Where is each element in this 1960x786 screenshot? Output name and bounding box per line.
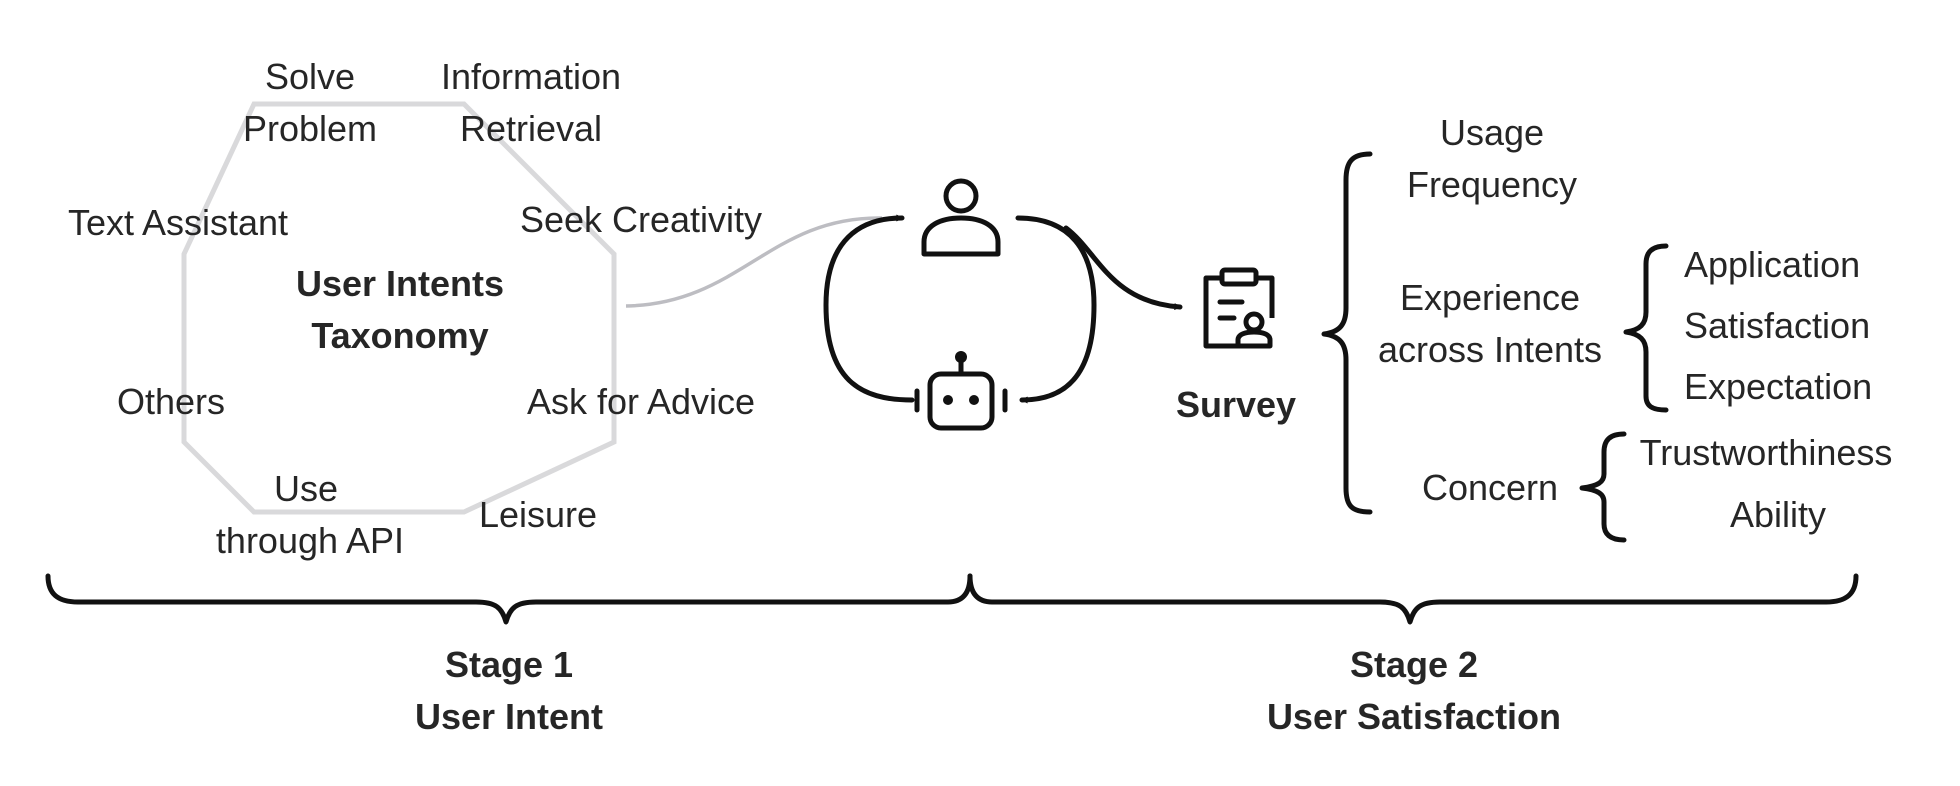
survey: Survey bbox=[1176, 267, 1296, 425]
concern-item-ability: Ability bbox=[1730, 494, 1826, 535]
concern-label: Concern bbox=[1422, 467, 1558, 508]
usage-frequency-line1: Usage bbox=[1440, 112, 1544, 153]
experience-line1: Experience bbox=[1400, 277, 1580, 318]
loop-arrow-to-user bbox=[823, 214, 915, 403]
stage1-label-line2: User Intent bbox=[415, 696, 603, 737]
loop-arrow-to-bot bbox=[1015, 215, 1097, 404]
concern-brace bbox=[1579, 431, 1627, 543]
concern-item-trustworthiness: Trustworthiness bbox=[1640, 432, 1893, 473]
intent-use-through-api-line2: through API bbox=[216, 520, 404, 561]
intent-ask-for-advice: Ask for Advice bbox=[527, 381, 755, 422]
experience-line2: across Intents bbox=[1378, 329, 1602, 370]
taxonomy-to-user-connector bbox=[625, 216, 883, 308]
survey-label: Survey bbox=[1176, 384, 1296, 425]
arrow-to-survey bbox=[1063, 225, 1183, 310]
user-bot-interaction bbox=[823, 178, 1183, 431]
stage2-brace bbox=[967, 573, 1859, 625]
experience-item-expectation: Expectation bbox=[1684, 366, 1872, 407]
user-intents-taxonomy: User Intents Taxonomy Solve Problem Info… bbox=[68, 56, 762, 561]
intent-leisure: Leisure bbox=[479, 494, 597, 535]
clipboard-user-icon bbox=[1203, 267, 1275, 349]
taxonomy-octagon bbox=[181, 101, 617, 515]
user-icon bbox=[921, 178, 1001, 257]
taxonomy-title-line2: Taxonomy bbox=[311, 315, 488, 356]
intent-solve-problem-line2: Problem bbox=[243, 108, 377, 149]
intent-seek-creativity: Seek Creativity bbox=[520, 199, 762, 240]
experience-item-application: Application bbox=[1684, 244, 1860, 285]
intent-text-assistant: Text Assistant bbox=[68, 202, 288, 243]
stage1-label-line1: Stage 1 bbox=[445, 644, 573, 685]
experience-brace bbox=[1623, 243, 1669, 413]
stage2-label-line2: User Satisfaction bbox=[1267, 696, 1561, 737]
intent-solve-problem-line1: Solve bbox=[265, 56, 355, 97]
stage2-label-line1: Stage 2 bbox=[1350, 644, 1478, 685]
robot-icon bbox=[914, 351, 1008, 431]
survey-brace bbox=[1321, 151, 1373, 515]
usage-frequency-line2: Frequency bbox=[1407, 164, 1577, 205]
taxonomy-title-line1: User Intents bbox=[296, 263, 504, 304]
experience-item-satisfaction: Satisfaction bbox=[1684, 305, 1870, 346]
intent-information-retrieval-line2: Retrieval bbox=[460, 108, 602, 149]
intent-use-through-api-line1: Use bbox=[274, 468, 338, 509]
intent-others: Others bbox=[117, 381, 225, 422]
intent-information-retrieval-line1: Information bbox=[441, 56, 621, 97]
stage1-brace bbox=[45, 573, 973, 625]
